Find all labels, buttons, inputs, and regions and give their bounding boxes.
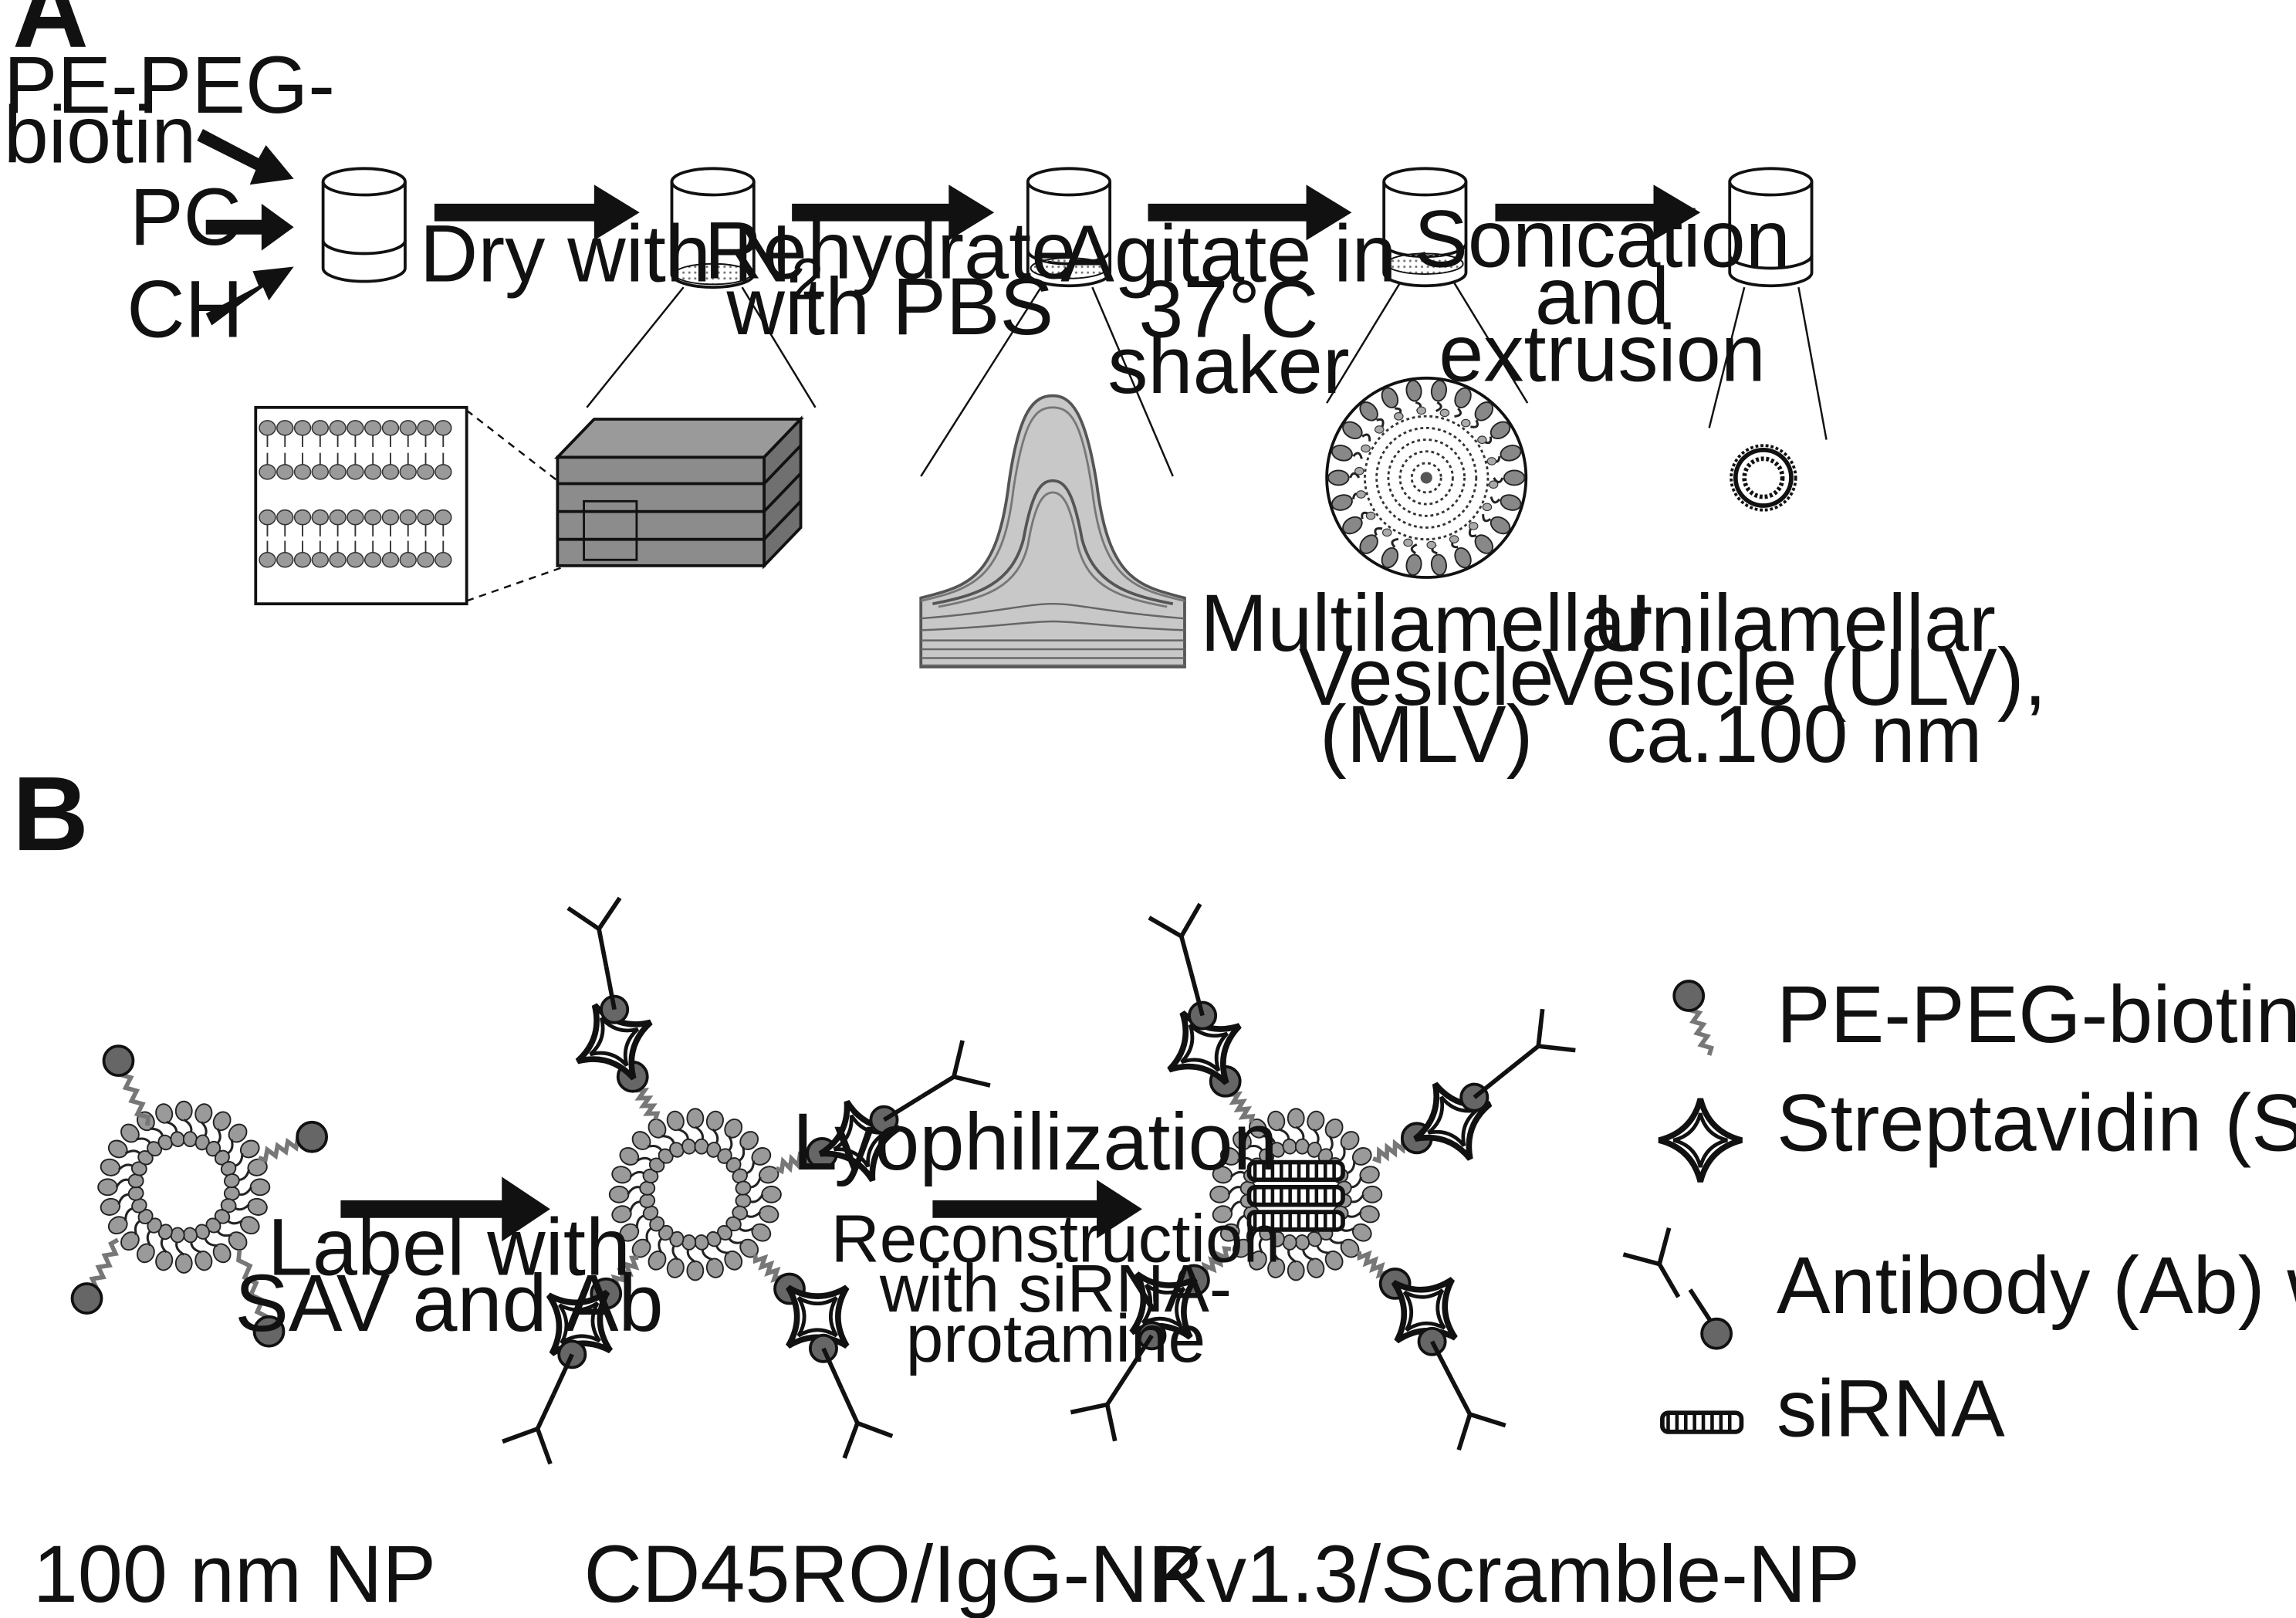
legend: PE-PEG-biotin Streptavidin (SAV) Antibod… xyxy=(1622,970,2296,1454)
legend-label-sirna: siRNA xyxy=(1777,1364,2005,1454)
mlv-label-2: Vesicle xyxy=(1299,632,1554,723)
mlv-label-3: (MLV) xyxy=(1320,689,1533,780)
particle-label-np: 100 nm NP xyxy=(33,1529,436,1618)
step-sonication-label-1: Sonication xyxy=(1414,195,1790,285)
particle-label-cd45ro: CD45RO/IgG-NP xyxy=(584,1529,1202,1618)
nanoparticle-antibody xyxy=(502,896,991,1465)
input-pc-label: PC xyxy=(130,172,242,262)
step-sonication-label-2: and xyxy=(1535,252,1669,342)
lipid-film-stack xyxy=(553,415,805,570)
step-label-sav-2: SAV and Ab xyxy=(235,1258,663,1349)
ulv-label-1: Unilamellar xyxy=(1593,578,1996,669)
mlv-vesicle xyxy=(1325,376,1528,579)
step-agitate-label-3: shaker xyxy=(1107,320,1349,411)
step-rehydrate-label-1: Rehydrate xyxy=(704,206,1076,296)
step-label-reconstruction-3: protamine xyxy=(906,1301,1205,1376)
nanoparticle-sirna xyxy=(1070,902,1576,1451)
beaker-5 xyxy=(1728,167,1814,288)
beaker-3 xyxy=(1026,167,1112,288)
legend-label-antibody: Antibody (Ab) with biotin xyxy=(1777,1241,2296,1331)
input-arrows xyxy=(197,129,294,326)
process-arrows-b xyxy=(340,1176,1142,1242)
step-label-reconstruction-1: Reconstruction xyxy=(831,1201,1280,1277)
step-dry-label: Dry with N2 xyxy=(420,209,824,313)
beaker-4 xyxy=(1382,167,1468,288)
ulv-label-2: Vesicle (ULV), xyxy=(1542,632,2047,723)
panel-a-letter: A xyxy=(12,0,89,69)
bilayer-detail xyxy=(254,405,468,606)
process-arrows-a xyxy=(434,184,1701,241)
input-pe-peg-label-1: PE-PEG- xyxy=(4,40,335,130)
panel-b-letter: B xyxy=(12,754,89,872)
step-sonication-label-3: extrusion xyxy=(1439,309,1766,399)
step-rehydrate-label-2: with PBS xyxy=(726,262,1054,352)
nanoparticle-plain xyxy=(70,1044,329,1348)
step-agitate-label-2: 37°C xyxy=(1138,265,1318,355)
step-agitate-label-1: Agitate in xyxy=(1060,209,1396,300)
beaker-2 xyxy=(670,167,756,289)
particle-label-kv13: Kv1.3/Scramble-NP xyxy=(1152,1529,1860,1618)
legend-label-pe-peg-biotin: PE-PEG-biotin xyxy=(1777,970,2296,1060)
step-label-reconstruction-2: with siRNA- xyxy=(879,1251,1232,1326)
ulv-vesicle xyxy=(1730,444,1797,512)
step-label-lyophilization: Lyophilization xyxy=(793,1097,1278,1187)
input-pe-peg-label-2: biotin xyxy=(4,90,197,181)
mlv-label-1: Multilamellar xyxy=(1200,578,1652,669)
step-label-sav-1: Label with xyxy=(268,1203,631,1293)
ulv-label-3: ca.100 nm xyxy=(1606,689,1983,780)
legend-label-streptavidin: Streptavidin (SAV) xyxy=(1777,1078,2296,1168)
beaker-1 xyxy=(321,167,407,283)
zoom-lines xyxy=(586,282,1828,477)
swelling-bilayer xyxy=(919,394,1186,669)
